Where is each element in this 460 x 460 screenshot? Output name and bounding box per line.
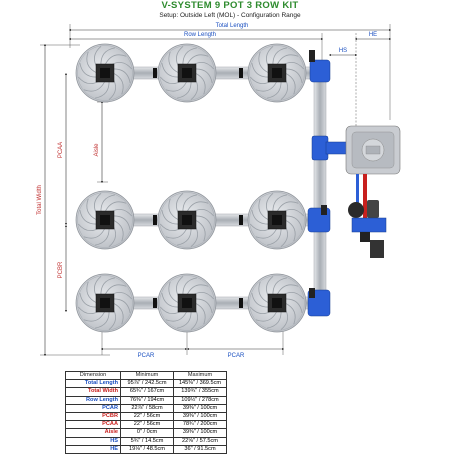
row-name: Total Width (65, 387, 121, 397)
pipe-fitting (153, 68, 157, 78)
return-riser (356, 174, 359, 214)
row-min: 19⅛" / 48.5cm (120, 444, 174, 455)
header-maximum: Maximum (173, 370, 227, 381)
row-max: 39⅜" / 100cm (173, 412, 227, 422)
row-min: 22⅞" / 58cm (120, 403, 174, 414)
header-dimension: Dimension (65, 370, 121, 381)
row-name: HE (65, 444, 121, 455)
pipe-fitting (153, 215, 157, 225)
power-unit (370, 240, 384, 258)
row-max: 39⅜" / 100cm (173, 428, 227, 438)
pcar-label-1: PCAR (138, 353, 155, 359)
pipe-network (99, 50, 349, 317)
pipe-fitting (239, 298, 243, 308)
spec-table-header: Dimension Minimum Maximum (65, 370, 227, 381)
row-min: 22" / 56cm (120, 412, 174, 422)
hs-label: HS (339, 48, 347, 54)
pot-2 (157, 43, 243, 103)
row-name: PCAA (65, 420, 121, 430)
row-min: 5¾" / 14.5cm (120, 436, 174, 446)
row-max: 145⅜" / 369.5cm (173, 379, 227, 389)
valve-2 (321, 205, 327, 215)
pot-5 (157, 190, 243, 250)
aisle-label: Aisle (94, 143, 100, 157)
valve-1 (309, 50, 315, 62)
manifold-tee (311, 135, 329, 161)
dimension-lines (40, 24, 392, 357)
row-name: PCAR (65, 403, 121, 414)
row-name: Total Length (65, 379, 121, 389)
row-min: 95⅞" / 242.5cm (120, 379, 174, 389)
row-name: HS (65, 436, 121, 446)
feed-pipe (325, 141, 349, 155)
pot-1 (75, 43, 157, 103)
pcar-label-2: PCAR (228, 353, 245, 359)
row-min: 22" / 56cm (120, 420, 174, 430)
manifold-pipe (313, 69, 327, 311)
pot-8 (157, 273, 243, 333)
row-length-label: Row Length (184, 32, 216, 38)
row-max: 22⅝" / 57.5cm (173, 436, 227, 446)
row-max: 139¾" / 355cm (173, 387, 227, 397)
pot-7 (75, 273, 157, 333)
total-width-label: Total Width (37, 185, 43, 215)
total-length-label: Total Length (216, 23, 249, 29)
row-min: 65¾" / 167cm (120, 387, 174, 397)
pump-manifold (351, 217, 387, 233)
pot-6 (247, 190, 307, 250)
header-minimum: Minimum (120, 370, 174, 381)
he-label: HE (369, 32, 377, 38)
row-max: 39⅜" / 100cm (173, 403, 227, 414)
pipe-fitting (239, 215, 243, 225)
valve-3 (309, 288, 315, 298)
row-max: 109½" / 278cm (173, 395, 227, 405)
row-min: 0" / 0cm (120, 428, 174, 438)
row-max: 78¾" / 200cm (173, 420, 227, 430)
elbow-top (309, 59, 331, 83)
pot-9 (247, 273, 307, 333)
pump (348, 202, 364, 218)
row-max: 36" / 91.5cm (173, 444, 227, 455)
outlet-valve (360, 232, 370, 242)
row-name: Aisle (65, 428, 121, 438)
row-min: 76⅜" / 194cm (120, 395, 174, 405)
row-name: Row Length (65, 395, 121, 405)
pot-3 (247, 43, 307, 103)
pot-4 (75, 190, 157, 250)
pipe-fitting (239, 68, 243, 78)
page-subtitle: Setup: Outside Left (MOL) - Configuratio… (159, 12, 301, 19)
pcaa-label: PCAA (58, 142, 64, 158)
page-title: V-SYSTEM 9 POT 3 ROW KIT (161, 0, 299, 11)
pcbr-label: PCBR (58, 261, 64, 278)
pots (75, 43, 307, 333)
row-name: PCBR (65, 412, 121, 422)
pipe-fitting (153, 298, 157, 308)
feed-riser (363, 174, 367, 220)
controller (367, 200, 379, 218)
reservoir-assembly (345, 125, 401, 258)
